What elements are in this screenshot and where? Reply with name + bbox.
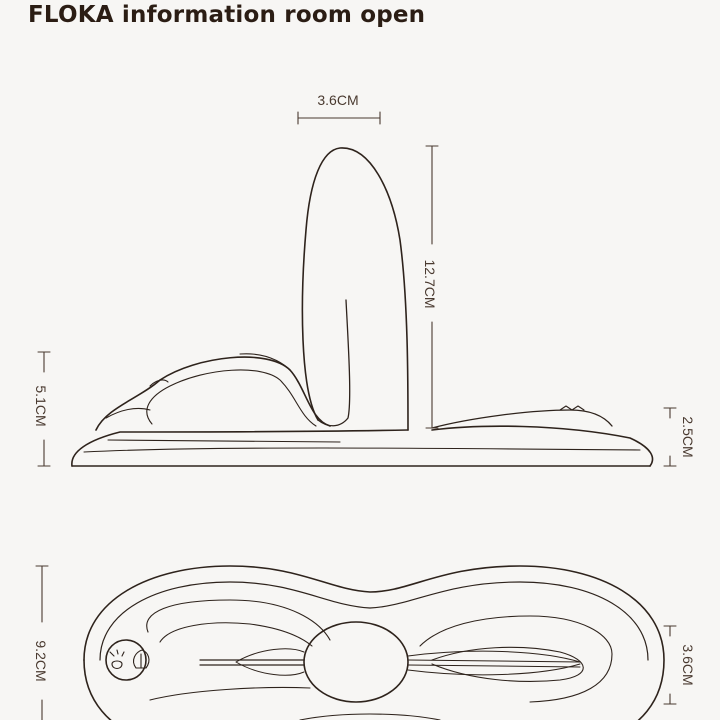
dimension-label-length: 9.2CM	[33, 640, 49, 681]
dimension-label-base-right-height: 2.5CM	[680, 416, 696, 457]
side-view-dimension-lines	[37, 111, 677, 467]
dimension-label-base-left-height: 5.1CM	[33, 385, 49, 426]
top-view-dimension-lines	[35, 565, 677, 720]
leaf-icon	[133, 649, 150, 669]
top-view-outline	[83, 565, 665, 720]
power-icon	[109, 649, 125, 670]
page-title: FLOKA information room open	[28, 2, 426, 28]
dimension-label-width: 3.6CM	[680, 644, 696, 685]
dimension-label-width-top: 3.6CM	[317, 92, 358, 108]
dimension-label-arm-height: 12.7CM	[422, 259, 438, 308]
side-view-outline	[71, 147, 654, 467]
